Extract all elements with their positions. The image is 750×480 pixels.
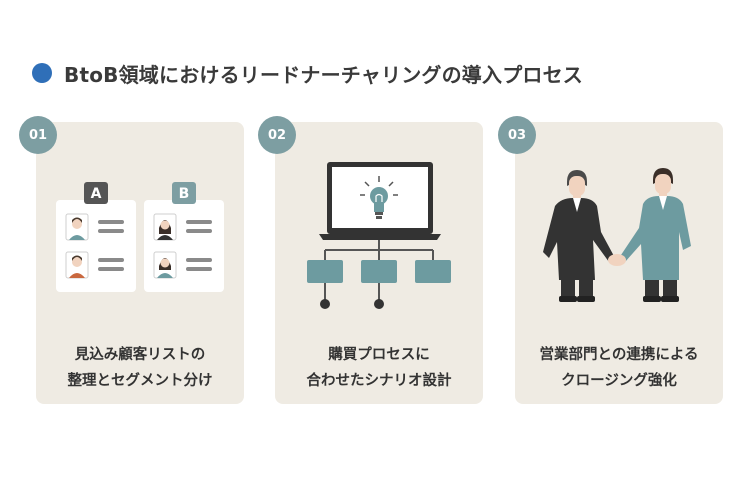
flow-end-node <box>374 299 384 309</box>
flow-end-node <box>320 299 330 309</box>
step-number-badge: 02 <box>258 116 296 154</box>
handshake-illustration <box>543 168 691 302</box>
step-number-badge: 03 <box>498 116 536 154</box>
group-a-label: A <box>91 186 102 202</box>
group-a-label-bg <box>84 182 108 204</box>
businessman-icon <box>543 170 615 302</box>
step-description: 購買プロセスに 合わせたシナリオ設計 <box>275 342 483 394</box>
flow-step-box <box>415 260 451 283</box>
section-header: BtoB領域におけるリードナーチャリングの導入プロセス <box>32 60 583 87</box>
step-number-badge: 01 <box>19 116 57 154</box>
person-avatar-icon <box>153 251 177 279</box>
step-card-1: A B <box>36 122 244 404</box>
step-card-2: 購買プロセスに 合わせたシナリオ設計 <box>275 122 483 404</box>
step-description-line: 営業部門との連携による <box>539 347 699 363</box>
flow-step-box <box>361 260 397 283</box>
person-avatar-icon <box>153 213 177 241</box>
lightbulb-icon <box>360 176 398 219</box>
step-description-line: 整理とセグメント分け <box>67 373 213 389</box>
step-description-line: 見込み顧客リストの <box>74 347 206 363</box>
step-description: 見込み顧客リストの 整理とセグメント分け <box>36 342 244 394</box>
group-b-label-bg <box>172 182 196 204</box>
step-description: 営業部門との連携による クロージング強化 <box>515 342 723 394</box>
flow-connector <box>324 240 434 302</box>
group-b-label: B <box>179 186 190 202</box>
title-bullet-icon <box>32 63 52 83</box>
businessman-icon <box>619 168 691 302</box>
step-description-line: 合わせたシナリオ設計 <box>306 373 452 389</box>
person-avatar-icon <box>65 213 89 241</box>
segmented-list-illustration: A B <box>56 182 224 292</box>
step-description-line: 購買プロセスに <box>328 347 430 363</box>
step-description-line: クロージング強化 <box>561 373 677 389</box>
scenario-design-illustration <box>307 162 451 309</box>
flow-step-box <box>307 260 343 283</box>
person-avatar-icon <box>65 251 89 279</box>
step-card-3: 営業部門との連携による クロージング強化 <box>515 122 723 404</box>
handshake-icon <box>608 254 626 266</box>
page-title: BtoB領域におけるリードナーチャリングの導入プロセス <box>64 62 583 87</box>
